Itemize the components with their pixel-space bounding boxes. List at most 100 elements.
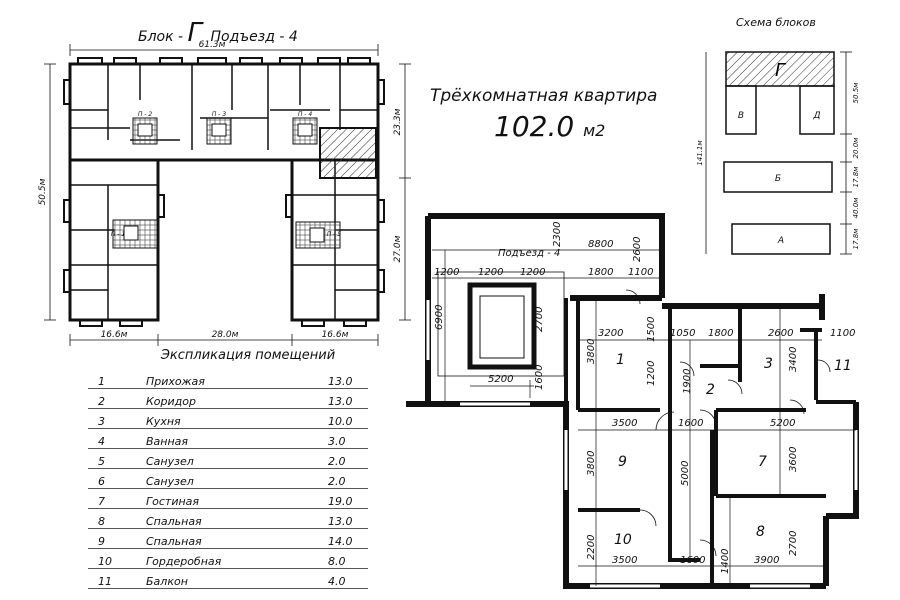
scheme-dim-4: 40.0м	[852, 197, 860, 219]
dim-3800a: 3800	[586, 339, 597, 364]
room-numbers: 1 2 3 7 8 9 10 11	[614, 352, 852, 548]
room-area: 13.0	[328, 395, 353, 408]
dim-5200a: 5200	[488, 374, 513, 385]
explication-title: Экспликация помещений	[160, 348, 336, 363]
dim-8800: 8800	[588, 239, 613, 250]
scheme-block-b	[723, 161, 833, 193]
site-plan	[63, 57, 385, 327]
inner-walls	[564, 298, 856, 586]
room-number-8: 8	[756, 524, 765, 540]
room-name: Балкон	[146, 575, 188, 588]
floor-windows	[425, 300, 859, 589]
room-index: 5	[98, 455, 105, 468]
room-index: 4	[98, 435, 105, 448]
room-area: 13.0	[328, 375, 353, 388]
site-wing-depth-label: 27.0м	[393, 235, 403, 262]
dim-1600c: 1600	[680, 555, 705, 566]
room-index: 9	[98, 535, 105, 548]
dim-1800b: 1800	[708, 328, 733, 339]
room-area: 3.0	[328, 435, 346, 448]
room-number-10: 10	[614, 532, 632, 548]
dim-3900: 3900	[754, 555, 779, 566]
site-left-partitions	[70, 184, 158, 320]
room-area: 8.0	[328, 555, 346, 568]
site-width-label: 61.3м	[199, 40, 226, 50]
dim-2300: 2300	[552, 222, 563, 247]
room-name: Гордеробная	[146, 555, 222, 568]
floor-plan	[406, 213, 859, 589]
floor-dimension-labels: 2300 8800 2600 1200 1200 1200 1800 1100 …	[434, 222, 855, 574]
room-number-9: 9	[618, 454, 627, 470]
dim-2600b: 2600	[768, 328, 793, 339]
stair-label-2: П - 2	[138, 111, 152, 118]
room-index: 8	[98, 515, 105, 528]
room-name: Ванная	[146, 435, 189, 448]
apartment-area-unit: м2	[583, 121, 606, 140]
site-dimensions	[44, 44, 411, 346]
dim-2600a: 2600	[632, 237, 643, 262]
dim-1600b: 1600	[678, 418, 703, 429]
dim-3400: 3400	[788, 347, 799, 372]
explication-row: 10 Гордеробная 8.0	[88, 549, 368, 569]
scheme-block-a	[731, 223, 831, 255]
site-highlighted-apartment	[319, 127, 377, 179]
dim-3800b: 3800	[586, 451, 597, 476]
room-area: 13.0	[328, 515, 353, 528]
scheme-dim-3: 17.8м	[852, 166, 860, 188]
room-index: 11	[98, 575, 112, 588]
dim-3600: 3600	[788, 447, 799, 472]
room-area: 14.0	[328, 535, 353, 548]
room-area: 19.0	[328, 495, 353, 508]
site-bottom-dim-1: 16.6м	[101, 330, 128, 340]
site-bottom-dim-3: 16.6м	[322, 330, 349, 340]
scheme-label-d: Д	[812, 111, 820, 121]
room-name: Гостиная	[146, 495, 200, 508]
dim-3500a: 3500	[612, 418, 637, 429]
block-header: Блок - Г Подъезд - 4	[138, 18, 298, 48]
apartment-area: 102.0 м2	[494, 110, 657, 143]
apartment-title-block: Трёхкомнатная квартира 102.0 м2	[430, 86, 657, 143]
dim-1600a: 1600	[534, 365, 545, 390]
stair-landing	[437, 271, 565, 377]
dim-5000: 5000	[680, 461, 691, 486]
room-area: 2.0	[328, 455, 346, 468]
stair-label-1: П - 1	[111, 231, 125, 238]
site-top-depth-label: 23.3м	[393, 108, 403, 135]
dim-1050: 1050	[670, 328, 695, 339]
dim-1200a: 1200	[434, 267, 459, 278]
scheme-block-d	[799, 85, 835, 135]
dim-1900: 1900	[682, 369, 693, 394]
room-area: 2.0	[328, 475, 346, 488]
stair-label-3: П - 3	[212, 111, 226, 118]
stair-shaft	[467, 282, 537, 370]
dim-1800a: 1800	[588, 267, 613, 278]
room-area: 4.0	[328, 575, 346, 588]
dim-1200b: 1200	[478, 267, 503, 278]
scheme-total-height: 141.1м	[696, 140, 704, 166]
apartment-area-value: 102.0	[494, 110, 575, 143]
room-index: 3	[98, 415, 105, 428]
door-swings	[625, 289, 831, 557]
room-index: 7	[98, 495, 105, 508]
dim-2700: 2700	[534, 307, 545, 332]
scheme-dim-5: 17.8м	[852, 228, 860, 250]
dim-2700b: 2700	[788, 531, 799, 556]
block-label: Блок -	[138, 29, 184, 45]
dim-1400: 1400	[720, 549, 731, 574]
room-index: 10	[98, 555, 112, 568]
entrance-label: Подъезд - 4	[210, 29, 298, 45]
stair-label-4: П - 4	[298, 111, 312, 118]
room-number-2: 2	[706, 382, 715, 398]
scheme-label-g: Г	[775, 60, 787, 81]
scheme-dim-2: 20.0м	[852, 137, 860, 159]
dim-1100a: 1100	[628, 267, 653, 278]
room-number-3: 3	[764, 356, 773, 372]
dim-3200: 3200	[598, 328, 623, 339]
dim-6900: 6900	[434, 305, 445, 330]
